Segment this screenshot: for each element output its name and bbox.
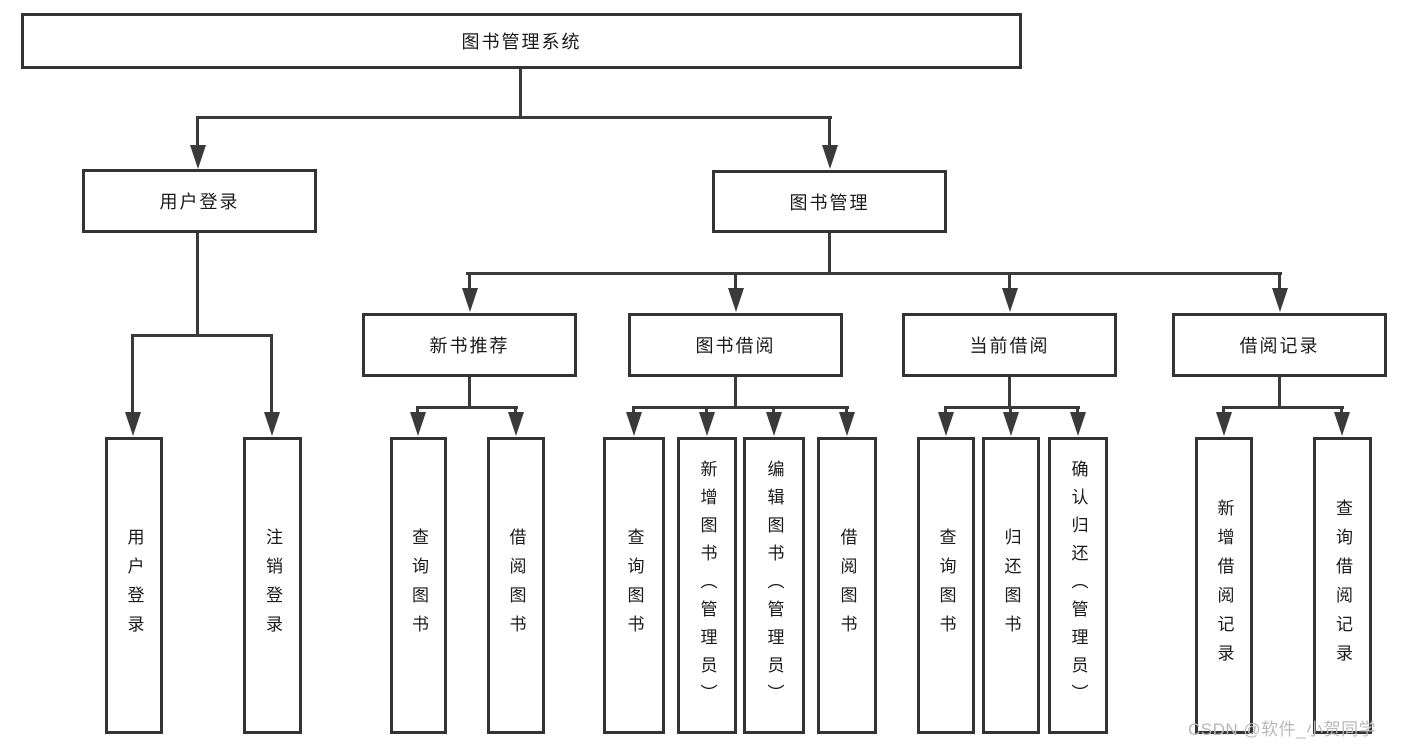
leaf-add-borrow-record: 新增借阅记录 <box>1195 437 1253 734</box>
connector-line <box>468 272 471 291</box>
connector-line <box>734 377 737 409</box>
arrow-down-icon <box>410 412 426 436</box>
connector-line <box>1340 406 1343 415</box>
connector-line <box>1222 406 1225 415</box>
arrow-down-icon <box>1334 412 1350 436</box>
leaf-add-books-admin: 新增图书（管理员） <box>677 437 737 734</box>
connector-line <box>270 334 273 416</box>
leaf-query-books-current: 查询图书 <box>917 437 975 734</box>
leaf-return-books: 归还图书 <box>982 437 1040 734</box>
connector-line <box>196 116 832 119</box>
connector-line <box>131 334 273 337</box>
node-borrowing-records: 借阅记录 <box>1172 313 1387 377</box>
leaf-query-borrow-record: 查询借阅记录 <box>1313 437 1372 734</box>
connector-line <box>519 68 522 118</box>
leaf-query-books-borrowing: 查询图书 <box>603 437 665 734</box>
connector-line <box>1278 272 1281 291</box>
leaf-borrow-books-borrowing: 借阅图书 <box>817 437 877 734</box>
arrow-down-icon <box>1272 288 1288 312</box>
arrow-down-icon <box>462 288 478 312</box>
connector-line <box>1222 406 1344 409</box>
node-current-borrowing: 当前借阅 <box>902 313 1117 377</box>
node-user-login: 用户登录 <box>82 169 317 233</box>
arrow-down-icon <box>728 288 744 312</box>
connector-line <box>468 377 471 409</box>
arrow-down-icon <box>766 412 782 436</box>
arrow-down-icon <box>938 412 954 436</box>
leaf-confirm-return-admin: 确认归还（管理员） <box>1048 437 1108 734</box>
connector-line <box>828 116 831 148</box>
arrow-down-icon <box>822 145 838 169</box>
connector-line <box>734 272 737 291</box>
arrow-down-icon <box>839 412 855 436</box>
connector-line <box>196 232 199 336</box>
leaf-edit-books-admin: 编辑图书（管理员） <box>743 437 805 734</box>
connector-line <box>466 272 1282 275</box>
arrow-down-icon <box>264 412 280 436</box>
arrow-down-icon <box>508 412 524 436</box>
node-new-book-recommend: 新书推荐 <box>362 313 577 377</box>
connector-line <box>632 406 849 409</box>
arrow-down-icon <box>125 412 141 436</box>
arrow-down-icon <box>1216 412 1232 436</box>
connector-line <box>944 406 1080 409</box>
connector-line <box>196 116 199 148</box>
connector-line <box>845 406 848 415</box>
leaf-user-login: 用户登录 <box>105 437 163 734</box>
arrow-down-icon <box>699 412 715 436</box>
arrow-down-icon <box>1002 288 1018 312</box>
connector-line <box>131 334 134 416</box>
arrow-down-icon <box>626 412 642 436</box>
connector-line <box>1009 406 1012 415</box>
leaf-query-books-recommend: 查询图书 <box>390 437 447 734</box>
node-book-borrowing: 图书借阅 <box>628 313 843 377</box>
connector-line <box>944 406 947 415</box>
node-book-management: 图书管理 <box>712 170 947 233</box>
connector-line <box>1008 272 1011 291</box>
leaf-borrow-books-recommend: 借阅图书 <box>487 437 545 734</box>
connector-line <box>1076 406 1079 415</box>
connector-line <box>416 406 518 409</box>
node-root-system: 图书管理系统 <box>21 13 1022 69</box>
connector-line <box>828 233 831 274</box>
connector-line <box>416 406 419 415</box>
connector-line <box>632 406 635 415</box>
connector-line <box>514 406 517 415</box>
arrow-down-icon <box>1003 412 1019 436</box>
csdn-watermark: CSDN @软件_小贺同学 <box>1188 720 1377 739</box>
connector-line <box>705 406 708 415</box>
connector-line <box>1278 377 1281 409</box>
arrow-down-icon <box>1070 412 1086 436</box>
arrow-down-icon <box>190 145 206 169</box>
connector-line <box>772 406 775 415</box>
connector-line <box>1008 377 1011 409</box>
leaf-logout: 注销登录 <box>243 437 302 734</box>
